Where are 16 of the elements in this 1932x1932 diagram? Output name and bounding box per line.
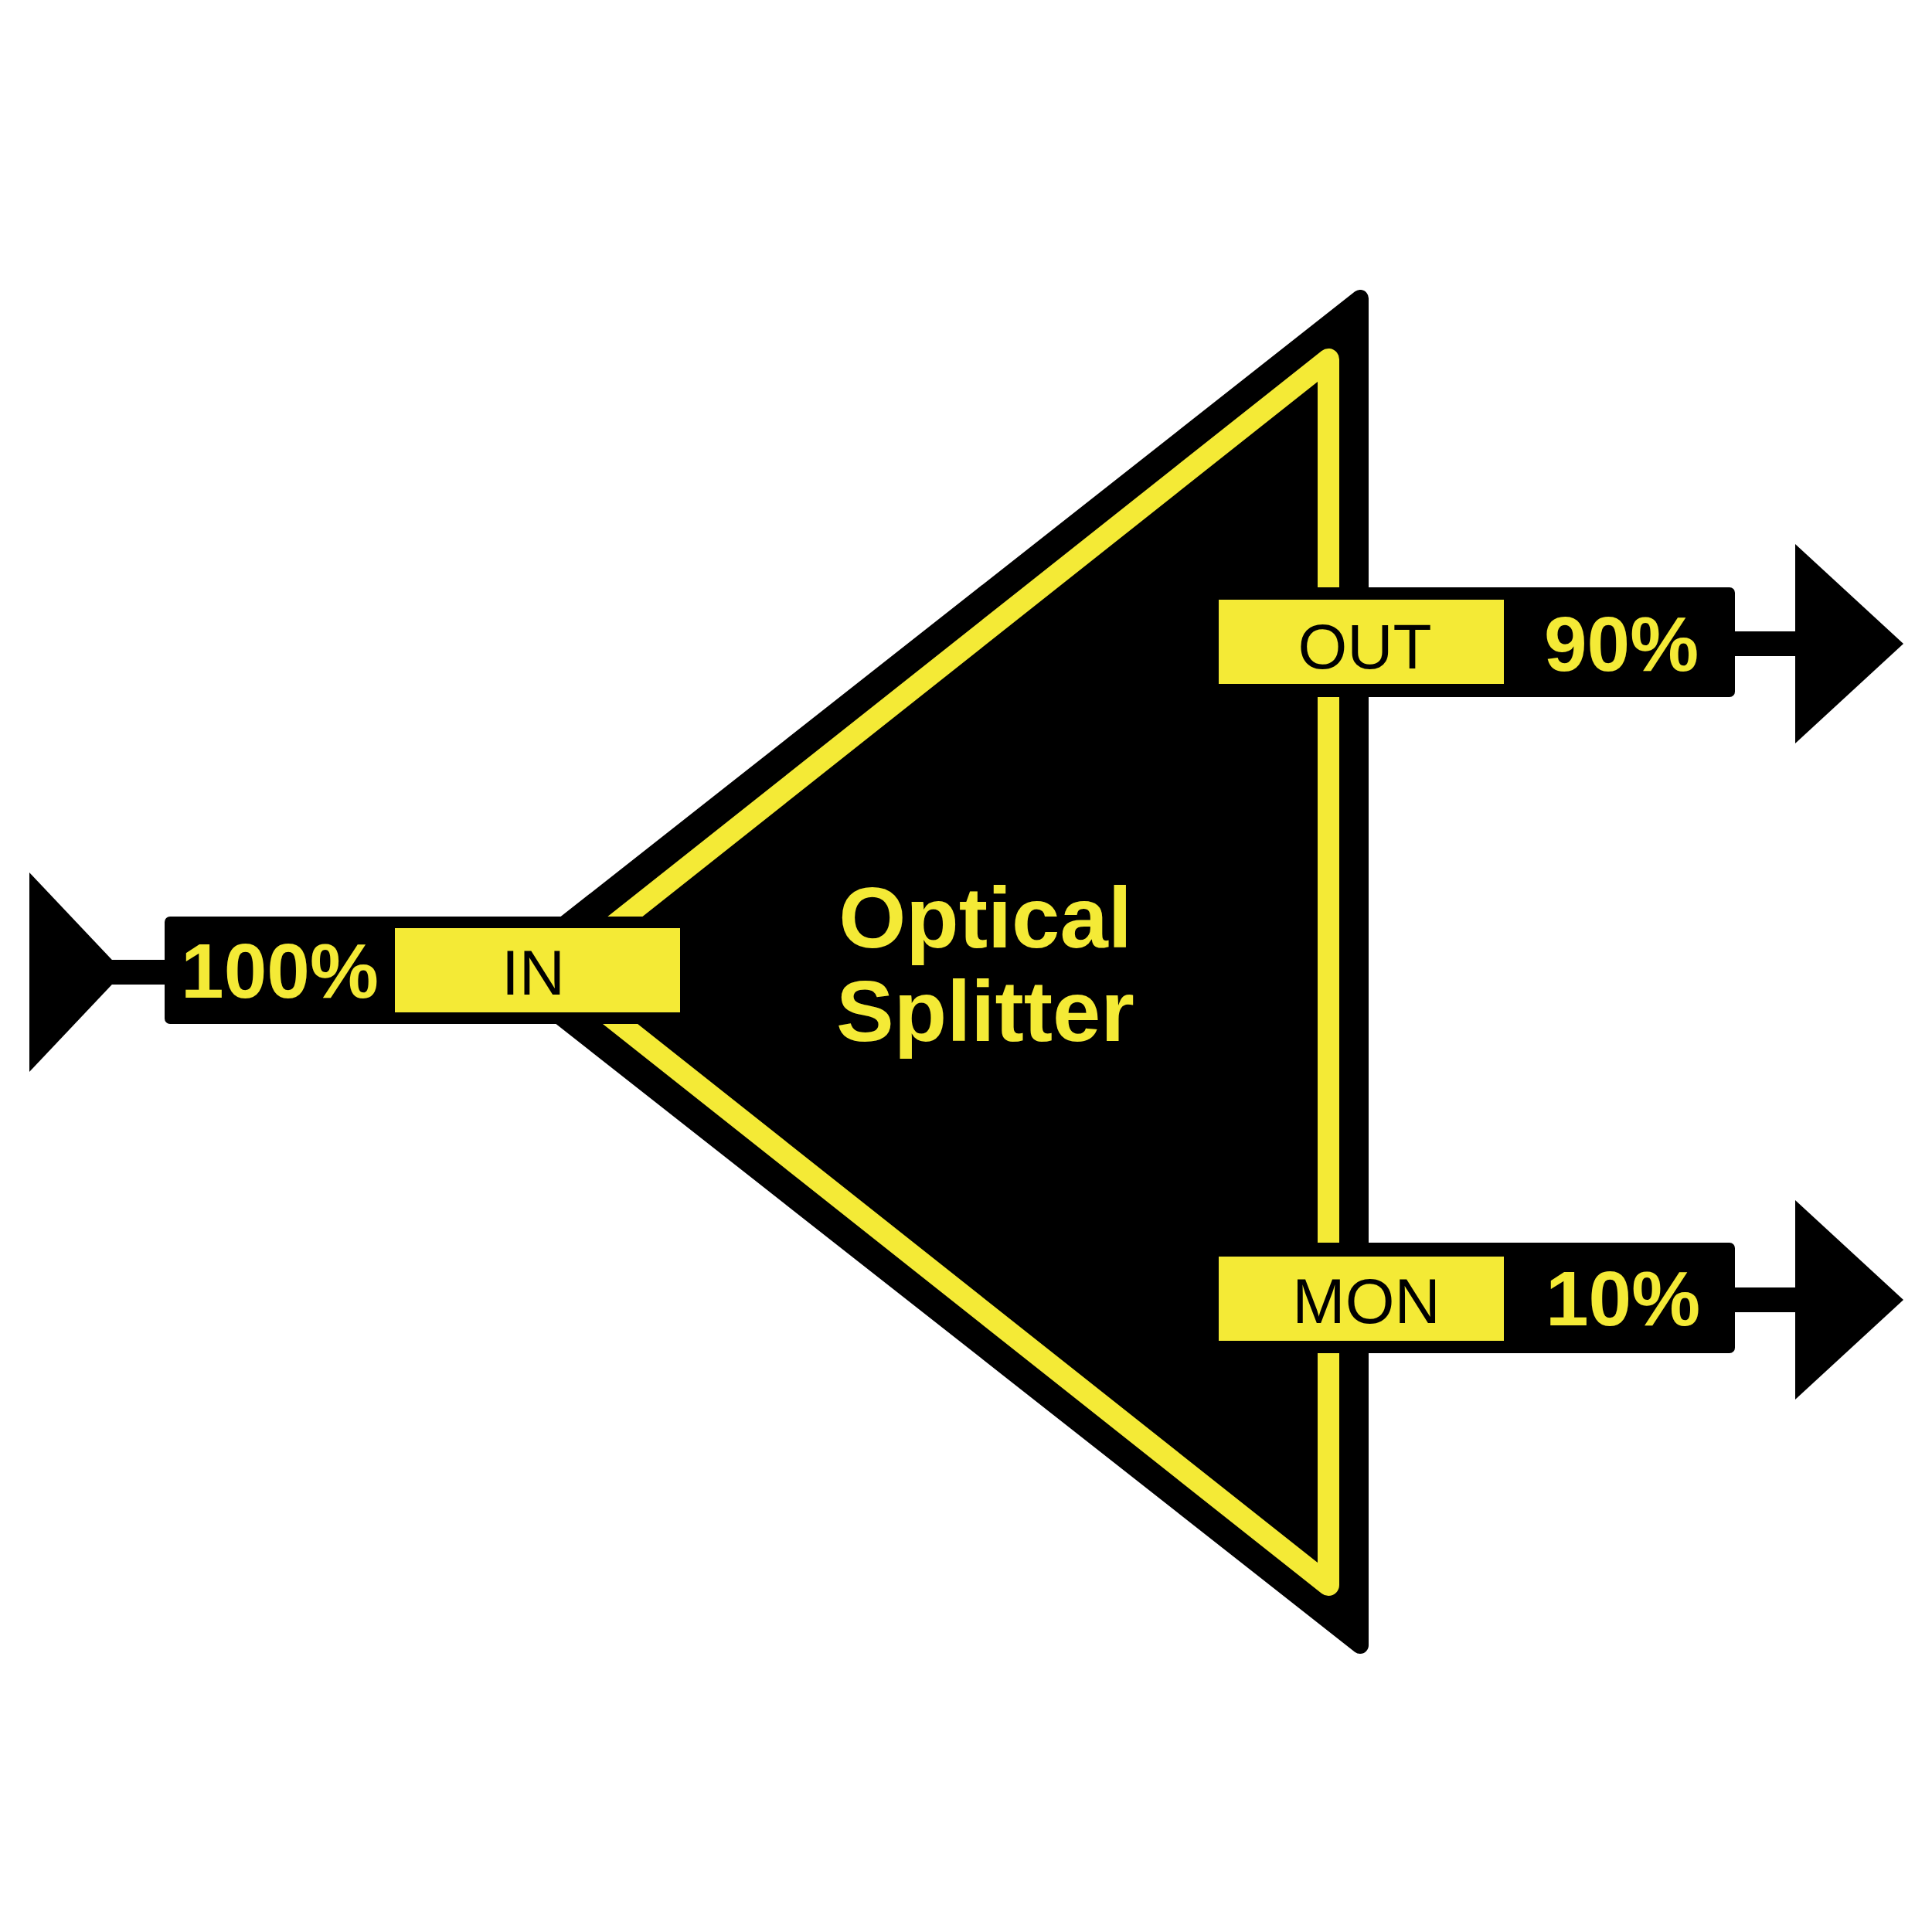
signal-arrow <box>29 872 165 1072</box>
port-tag <box>1219 587 1504 697</box>
signal-lead <box>1504 1243 1735 1353</box>
port-name: MON <box>1292 1269 1440 1333</box>
signal-lead <box>165 917 395 1024</box>
port-name: IN <box>502 940 565 1005</box>
signal-arrow <box>1735 1200 1903 1400</box>
splitter-label: Optical Splitter <box>836 870 1134 1058</box>
port-tag <box>395 917 680 1024</box>
port-name: OUT <box>1298 614 1432 679</box>
signal-arrow <box>1735 544 1903 743</box>
signal-lead <box>1504 587 1735 697</box>
percentage-label: 10% <box>1545 1260 1701 1338</box>
port-tag <box>1219 1243 1504 1353</box>
percentage-label: 100% <box>181 932 379 1010</box>
percentage-label: 90% <box>1543 605 1699 683</box>
